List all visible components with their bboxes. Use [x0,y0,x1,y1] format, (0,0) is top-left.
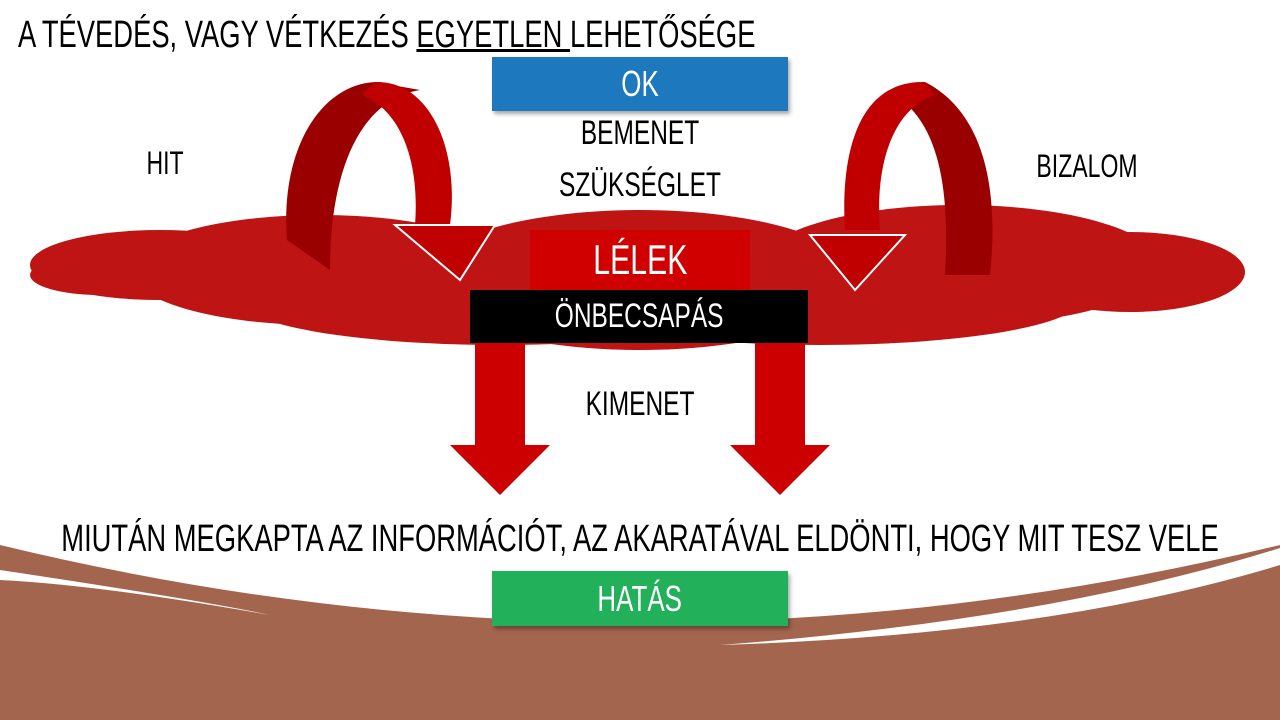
output-label: KIMENET [585,385,695,423]
effect-box: HATÁS [492,571,788,626]
slide-title: A TÉVEDÉS, VAGY VÉTKEZÉS EGYETLEN LEHETŐ… [18,14,755,57]
down-arrow-left [450,343,550,495]
trust-label: BIZALOM [1036,148,1138,184]
self-deception-box: ÖNBECSAPÁS [470,290,808,343]
ok-label: OK [621,63,659,104]
curved-arrow-left [286,81,497,282]
need-label: SZÜKSÉGLET [559,166,721,204]
bottom-swoosh [0,545,1280,720]
bottom-sentence: MIUTÁN MEGKAPTA AZ INFORMÁCIÓT, AZ AKARA… [61,518,1219,560]
self-deception-label: ÖNBECSAPÁS [554,297,724,335]
title-part: LEHETŐSÉGE [569,14,756,56]
title-underlined: EGYETLEN [416,14,570,56]
swoosh-highlight [0,570,270,615]
soul-label: LÉLEK [592,236,688,283]
soul-box: LÉLEK [530,230,750,290]
ok-box: OK [492,57,788,111]
curved-arrow-right [807,81,993,292]
input-label: BEMENET [580,114,700,152]
down-arrow-right [730,343,830,495]
effect-label: HATÁS [597,577,683,619]
faith-label: HIT [146,145,184,181]
title-part: A TÉVEDÉS, VAGY VÉTKEZÉS [18,14,417,56]
